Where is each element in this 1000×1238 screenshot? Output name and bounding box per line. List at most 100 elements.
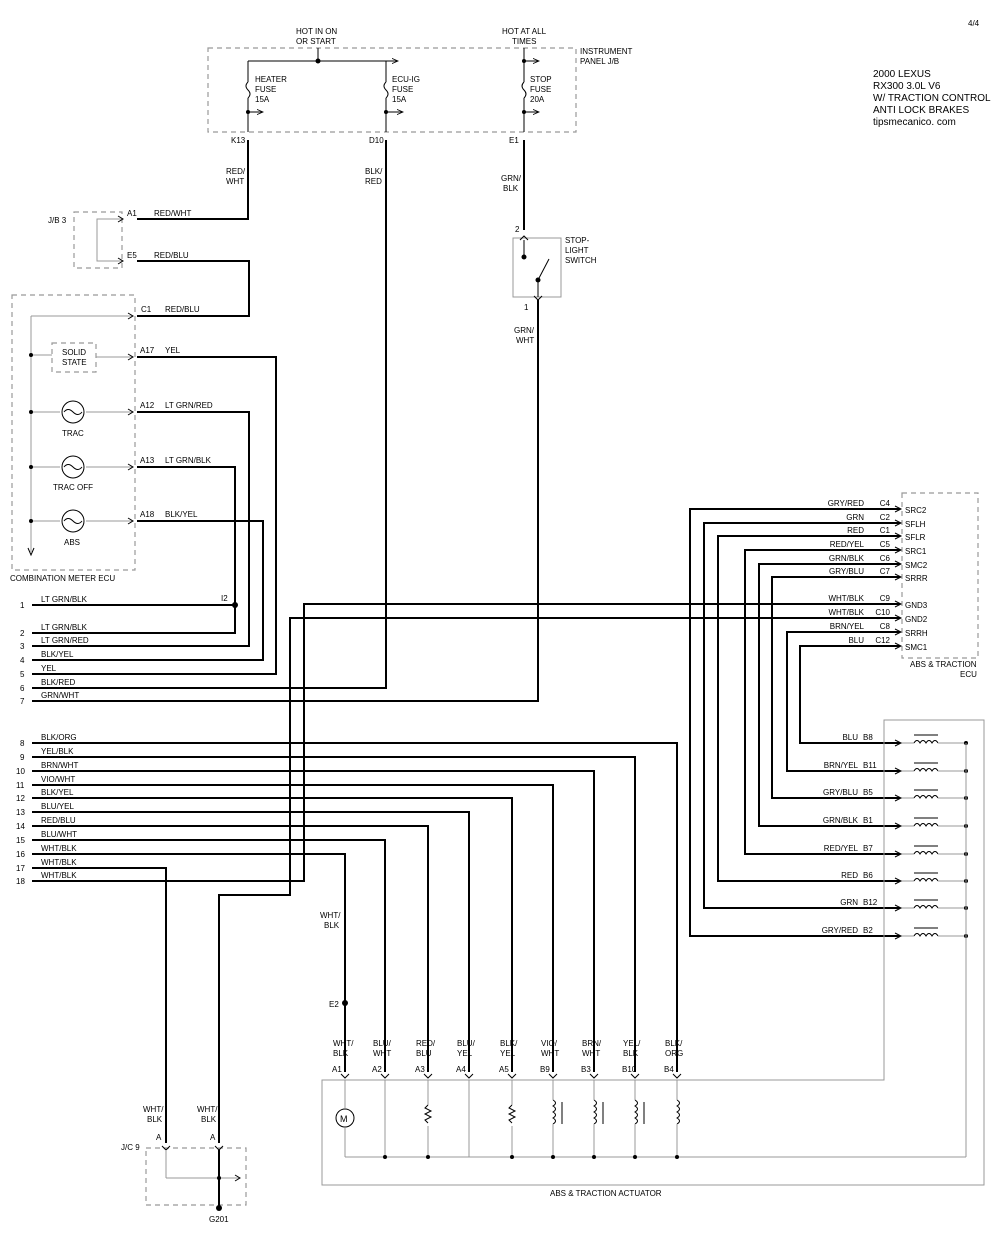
actuator-pin-wire-label1: WHT/ xyxy=(333,1039,354,1048)
hot-on-start-label2: OR START xyxy=(296,37,336,46)
actuator-pin-wire-label2: YEL xyxy=(457,1049,473,1058)
stop-switch-out-wire1: GRN/ xyxy=(514,326,535,335)
abs-traction-actuator: ABS & TRACTION ACTUATOR M xyxy=(321,719,985,1198)
cm-a18-pin: A18 xyxy=(140,510,155,519)
trac-lamp-label: TRAC xyxy=(62,429,84,438)
ecu-wire-label: RED xyxy=(847,526,864,535)
abs-ecu-label2: ECU xyxy=(960,670,977,679)
cm-a18-wire: BLK/YEL xyxy=(165,510,198,519)
actuator-pins: WHT/BLKA1BLU/WHTA2RED/BLUA3BLU/YELA4BLK/… xyxy=(332,1039,683,1079)
stop-light-switch: 2 1 STOP- LIGHT SWITCH xyxy=(512,225,597,312)
wire-k13-label1: RED/ xyxy=(226,167,246,176)
actuator-pin-wire-label1: BLU/ xyxy=(457,1039,476,1048)
left-wire-number: 10 xyxy=(16,767,25,776)
hot-on-start-label1: HOT IN ON xyxy=(296,27,337,36)
ecu-pin-label: C6 xyxy=(880,554,891,563)
left-wire-number: 12 xyxy=(16,794,25,803)
left-wire-number: 8 xyxy=(20,739,25,748)
actuator-pin-wire-label2: ORG xyxy=(665,1049,683,1058)
actuator-b-pin-label: B6 xyxy=(863,871,873,880)
actuator-b-pin-label: B5 xyxy=(863,788,873,797)
cm-a12-wire: LT GRN/RED xyxy=(165,401,213,410)
left-wire-label: BLK/RED xyxy=(41,678,75,687)
ecu-wire-label: GRN xyxy=(846,513,864,522)
actuator-b-pin-label: B7 xyxy=(863,844,873,853)
wire-d10-label1: BLK/ xyxy=(365,167,383,176)
abs-traction-ecu: ABS & TRACTION ECU xyxy=(901,492,979,679)
wire-e2-label2: BLK xyxy=(324,921,340,930)
vehicle-line1: 2000 LEXUS xyxy=(873,69,931,80)
actuator-pin-wire-label2: WHT xyxy=(373,1049,391,1058)
ecu-pin-label: C9 xyxy=(880,594,891,603)
jc9-pin-a2: A xyxy=(210,1133,216,1142)
page-number: 4/4 xyxy=(968,19,980,28)
actuator-pin-wire-label1: RED/ xyxy=(416,1039,436,1048)
actuator-b-pin-label: B11 xyxy=(863,761,877,770)
instrument-panel-jb: INSTRUMENT PANEL J/B HOT IN ON OR START … xyxy=(207,27,633,145)
jb3-a1-wire: RED/WHT xyxy=(154,209,191,218)
ecu-wire-label: GRY/RED xyxy=(828,499,865,508)
left-wire-number: 17 xyxy=(16,864,25,873)
ecu-pin-label: C5 xyxy=(880,540,891,549)
hot-at-all-times-label1: HOT AT ALL xyxy=(502,27,547,36)
ecu-wire-label: WHT/BLK xyxy=(828,608,864,617)
ecu-signal-label: SFLR xyxy=(905,533,926,542)
actuator-b-wire-label: GRN/BLK xyxy=(823,816,859,825)
left-wire-number: 4 xyxy=(20,656,25,665)
left-wire-label: LT GRN/BLK xyxy=(41,623,88,632)
left-wire-number: 3 xyxy=(20,642,25,651)
left-wire-label: WHT/BLK xyxy=(41,858,77,867)
ecu-pin-label: C8 xyxy=(880,622,891,631)
stop-switch-pin-top: 2 xyxy=(515,225,520,234)
ipjb-label1: INSTRUMENT xyxy=(580,47,633,56)
ecu-signal-label: SRC2 xyxy=(905,506,927,515)
pin-k13: K13 xyxy=(231,136,246,145)
left-wire-number: 9 xyxy=(20,753,25,762)
trac-off-lamp-label: TRAC OFF xyxy=(53,483,93,492)
left-wire-number: 18 xyxy=(16,877,25,886)
abs-lamp-icon xyxy=(61,509,85,533)
cm-a12-pin: A12 xyxy=(140,401,155,410)
left-wire-label: BLK/YEL xyxy=(41,650,74,659)
ecu-signal-label: SMC1 xyxy=(905,643,928,652)
actuator-pin-wire-label2: BLK xyxy=(333,1049,349,1058)
left-wire-label: BLK/YEL xyxy=(41,788,74,797)
ecu-signal-label: SRC1 xyxy=(905,547,927,556)
left-wire-label: BLU/WHT xyxy=(41,830,77,839)
stop-switch-label3: SWITCH xyxy=(565,256,597,265)
wire-e1-label2: BLK xyxy=(503,184,519,193)
actuator-b-wire-label: RED xyxy=(841,871,858,880)
actuator-b-wire-label: GRY/RED xyxy=(822,926,859,935)
ecuig-fuse-rating: 15A xyxy=(392,95,407,104)
actuator-pin-label: B10 xyxy=(622,1065,637,1074)
ecu-pin-label: C4 xyxy=(880,499,891,508)
ecuig-fuse-name2: FUSE xyxy=(392,85,413,94)
actuator-pin-wire-label2: BLU xyxy=(416,1049,432,1058)
actuator-b-wire-label: BLU xyxy=(842,733,858,742)
jc9-wire1-label1: WHT/ xyxy=(143,1105,164,1114)
left-wire-number: 14 xyxy=(16,822,25,831)
jb3-e5-wire: RED/BLU xyxy=(154,251,189,260)
left-wire-label: BLK/ORG xyxy=(41,733,77,742)
actuator-b-pin-label: B1 xyxy=(863,816,873,825)
stop-switch-out-wire2: WHT xyxy=(516,336,534,345)
actuator-pin-wire-label2: YEL xyxy=(500,1049,516,1058)
wire-d10-label2: RED xyxy=(365,177,382,186)
actuator-pin-wire-label2: BLK xyxy=(623,1049,639,1058)
heater-fuse-name: HEATER xyxy=(255,75,287,84)
ecu-signal-label: GND3 xyxy=(905,601,928,610)
cm-a17-wire: YEL xyxy=(165,346,181,355)
motor-label: M xyxy=(340,1114,348,1124)
stop-fuse-rating: 20A xyxy=(530,95,545,104)
left-wire-label: RED/BLU xyxy=(41,816,76,825)
jb3-label: J/B 3 xyxy=(48,216,67,225)
actuator-pin-label: B4 xyxy=(664,1065,674,1074)
ecu-signal-label: SRRH xyxy=(905,629,928,638)
ipjb-label2: PANEL J/B xyxy=(580,57,619,66)
hot-at-all-times-label2: TIMES xyxy=(512,37,536,46)
actuator-b-wire-label: RED/YEL xyxy=(824,844,859,853)
